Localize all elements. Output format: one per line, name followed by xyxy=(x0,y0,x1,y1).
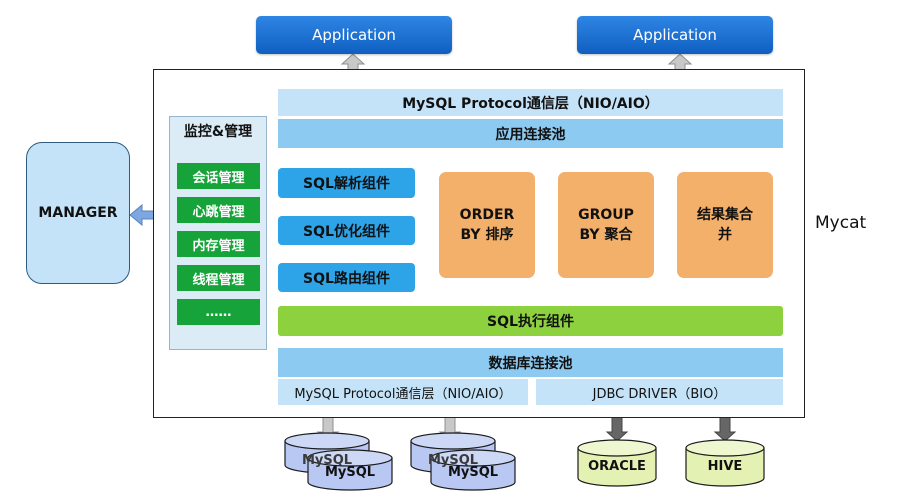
app-connection-pool: 应用连接池 xyxy=(278,119,783,148)
group-by-box: GROUP BY 聚合 xyxy=(558,172,654,278)
manager-box[interactable]: MANAGER xyxy=(26,142,130,284)
group-by-line1: GROUP xyxy=(578,207,634,223)
mysql-cylinder-front-2 xyxy=(430,449,516,491)
group-by-line2: BY 聚合 xyxy=(579,227,633,243)
sql-route-component: SQL路由组件 xyxy=(278,263,415,292)
db-connection-pool: 数据库连接池 xyxy=(278,348,783,377)
protocol-layer-bottom: MySQL Protocol通信层（NIO/AIO） xyxy=(278,379,528,405)
sql-optimize-component: SQL优化组件 xyxy=(278,216,415,245)
monitor-item-more[interactable]: …… xyxy=(177,299,260,325)
result-merge-line2: 并 xyxy=(718,227,732,243)
mysql-label-back-1: MySQL xyxy=(301,452,353,468)
monitor-item-memory[interactable]: 内存管理 xyxy=(177,231,260,257)
result-merge-box: 结果集合 并 xyxy=(677,172,773,278)
monitor-item-thread[interactable]: 线程管理 xyxy=(177,265,260,291)
mycat-label: Mycat xyxy=(815,213,867,233)
monitor-item-session[interactable]: 会话管理 xyxy=(177,163,260,189)
mysql-label-front-2: MySQL xyxy=(447,464,499,480)
hive-label: HIVE xyxy=(707,458,743,474)
monitor-item-heartbeat[interactable]: 心跳管理 xyxy=(177,197,260,223)
order-by-line1: ORDER xyxy=(459,207,515,223)
order-by-line2: BY 排序 xyxy=(460,227,514,243)
hive-cylinder xyxy=(685,439,765,487)
protocol-layer-top: MySQL Protocol通信层（NIO/AIO） xyxy=(278,89,783,116)
mysql-label-front-1: MySQL xyxy=(324,464,376,480)
sql-exec-component: SQL执行组件 xyxy=(278,306,783,336)
monitor-title: 监控&管理 xyxy=(183,124,253,140)
jdbc-driver-bar: JDBC DRIVER（BIO） xyxy=(536,379,783,405)
application-box-right[interactable]: Application xyxy=(577,16,773,54)
mysql-label-back-2: MySQL xyxy=(427,452,479,468)
result-merge-line1: 结果集合 xyxy=(697,207,753,223)
order-by-box: ORDER BY 排序 xyxy=(439,172,535,278)
oracle-cylinder xyxy=(577,439,657,487)
sql-parse-component: SQL解析组件 xyxy=(278,168,415,198)
application-box-left[interactable]: Application xyxy=(256,16,452,54)
mysql-cylinder-front-1 xyxy=(307,449,393,491)
oracle-label: ORACLE xyxy=(588,458,646,474)
